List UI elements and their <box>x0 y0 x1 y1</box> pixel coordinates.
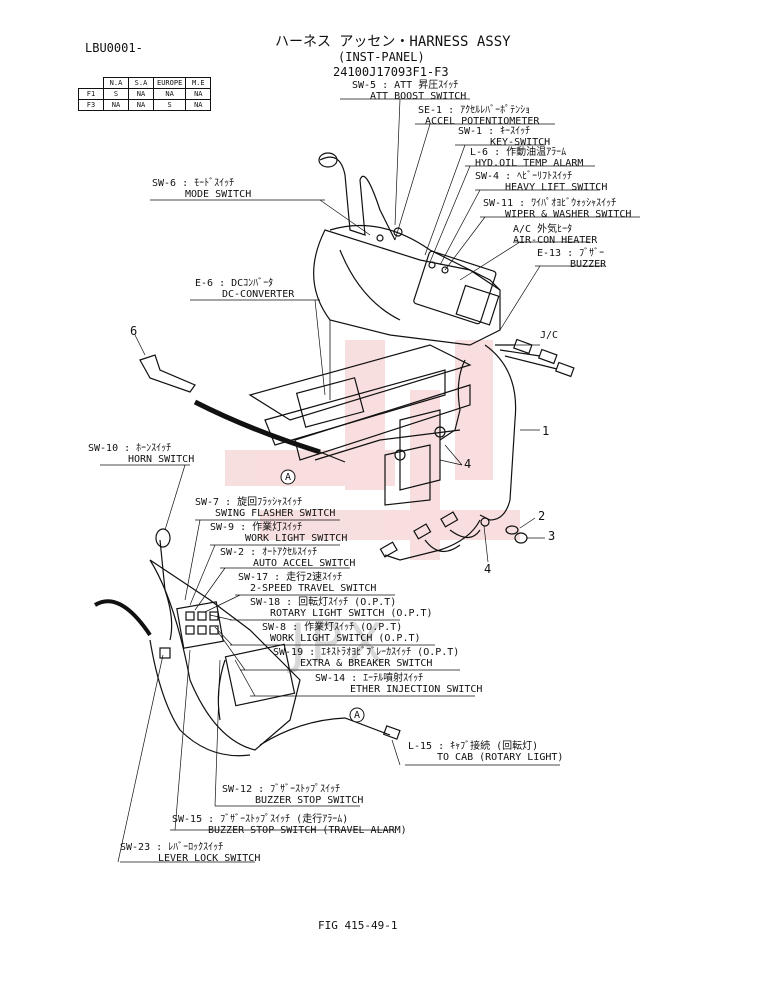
callout-4-upper: 4 <box>464 457 472 471</box>
switch-panel-left <box>176 601 224 649</box>
callout-3: 3 <box>548 529 556 543</box>
upper-lever <box>319 156 396 241</box>
label-sw6-code: SW-6 : ﾓｰﾄﾞｽｲｯﾁ <box>152 178 235 189</box>
market-col: N.A <box>103 77 129 89</box>
main-harness <box>193 399 321 455</box>
table-cell: NA <box>185 88 212 100</box>
label-l15-name: TO CAB (ROTARY LIGHT) <box>437 752 564 763</box>
label-sw8-code: SW-8 : 作業灯ｽｲｯﾁ (O.P.T) <box>262 622 403 633</box>
label-sw12-name: BUZZER STOP SWITCH <box>255 795 364 806</box>
label-sw5-code: SW-5 : ATT 昇圧ｽｲｯﾁ <box>352 80 459 91</box>
label-sw15-code: SW-15 : ﾌﾞｻﾞｰｽﾄｯﾌﾟｽｲｯﾁ (走行ｱﾗｰﾑ) <box>172 814 349 825</box>
market-col: S.A <box>128 77 154 89</box>
table-row: F3 NA NA S NA <box>78 99 212 111</box>
label-sw7-name: SWING FLASHER SWITCH <box>215 508 336 519</box>
label-sw6-name: MODE SWITCH <box>185 189 252 200</box>
table-cell: NA <box>152 88 187 100</box>
base-frame <box>248 344 472 421</box>
label-sw19-code: SW-19 : ｴｷｽﾄﾗｵﾖﾋﾞﾌﾞﾚｰｶｽｲｯﾁ (O.P.T) <box>273 647 460 658</box>
label-sw23-name: LEVER LOCK SWITCH <box>158 853 261 864</box>
harness-wire-1 <box>479 344 517 521</box>
label-sw8-name: WORK LIGHT SWITCH (O.P.T) <box>270 633 421 644</box>
label-sw10-name: HORN SWITCH <box>128 454 195 465</box>
label-jc: J/C <box>540 330 559 341</box>
label-sw14-name: ETHER INJECTION SWITCH <box>350 684 483 695</box>
label-sw1-code: SW-1 : ｷｰｽｲｯﾁ <box>458 126 531 137</box>
label-sw17-code: SW-17 : 走行2速ｽｲｯﾁ <box>238 572 343 583</box>
label-sw23-code: SW-23 : ﾚﾊﾞｰﾛｯｸｽｲｯﾁ <box>120 842 224 853</box>
label-sw17-name: 2-SPEED TRAVEL SWITCH <box>250 583 377 594</box>
label-l15-code: L-15 : ｷｬﾌﾞ接続 (回転灯) <box>408 741 539 752</box>
callout-2: 2 <box>538 509 546 523</box>
dc-converter <box>295 377 365 428</box>
label-ac-code: A/C 外気ﾋｰﾀ <box>513 224 573 235</box>
callout-a-lower-label: A <box>354 710 361 721</box>
label-e6-code: E-6 : DCｺﾝﾊﾞｰﾀ <box>195 278 274 289</box>
label-sw18-name: ROTARY LIGHT SWITCH (O.P.T) <box>270 608 433 619</box>
table-cell: S <box>103 88 129 100</box>
watermark: JPX <box>290 612 388 675</box>
label-sw1-name: KEY-SWITCH <box>490 137 551 148</box>
table-cell: NA <box>128 88 154 100</box>
label-sw11-code: SW-11 : ﾜｲﾊﾟｵﾖﾋﾞｳｫｯｼｬｽｲｯﾁ <box>483 198 617 209</box>
label-e13-name: BUZZER <box>570 259 607 270</box>
label-sw10-code: SW-10 : ﾎｰﾝｽｲｯﾁ <box>88 443 172 454</box>
label-sw9-name: WORK LIGHT SWITCH <box>245 533 348 544</box>
label-sw19-name: EXTRA & BREAKER SWITCH <box>300 658 433 669</box>
page-title: ハーネス アッセン・HARNESS ASSY <box>275 34 511 50</box>
page-subtitle: (INST-PANEL) <box>338 50 425 64</box>
label-se1-code: SE-1 : ｱｸｾﾙﾚﾊﾞｰﾎﾟﾃﾝｼｮ <box>418 105 531 116</box>
callout-4-lower: 4 <box>484 562 492 576</box>
row-label: F3 <box>78 99 104 111</box>
label-ac-name: AIR-CON HEATER <box>513 235 598 246</box>
label-e6-name: DC-CONVERTER <box>222 289 295 300</box>
figure-number: FIG 415-49-1 <box>318 919 398 932</box>
label-sw4-name: HEAVY LIFT SWITCH <box>505 182 608 193</box>
label-se1-name: ACCEL POTENTIOMETER <box>425 116 540 127</box>
callout-6: 6 <box>130 324 138 338</box>
part-6 <box>139 354 196 393</box>
upper-console <box>313 229 501 346</box>
table-row: F1 S NA NA NA <box>78 88 212 100</box>
callout-a-lower <box>349 707 365 723</box>
label-e13-code: E-13 : ﾌﾞｻﾞｰ <box>537 248 605 259</box>
label-sw2-name: AUTO ACCEL SWITCH <box>253 558 356 569</box>
market-col: EUROPE <box>152 77 187 89</box>
label-sw12-code: SW-12 : ﾌﾞｻﾞｰｽﾄｯﾌﾟｽｲｯﾁ <box>222 784 341 795</box>
label-l6-name: HYD.OIL TEMP ALARM <box>475 158 584 169</box>
table-cell: S <box>152 99 187 111</box>
label-sw4-code: SW-4 : ﾍﾋﾞｰﾘﾌﾄｽｲｯﾁ <box>475 171 573 182</box>
lower-lever <box>159 539 173 641</box>
part-number: 24100J17093F1-F3 <box>333 65 449 79</box>
market-table: N.A S.A EUROPE M.E F1 S NA NA NA F3 NA N… <box>78 77 212 111</box>
switch-panel-right <box>413 250 497 325</box>
label-l6-code: L-6 : 作動油温ｱﾗｰﾑ <box>470 147 567 158</box>
label-sw7-code: SW-7 : 旋回ﾌﾗｯｼｬｽｲｯﾁ <box>195 497 303 508</box>
label-sw18-code: SW-18 : 回転灯ｽｲｯﾁ (O.P.T) <box>250 597 397 608</box>
callout-1: 1 <box>542 424 550 438</box>
label-sw14-code: SW-14 : ｴｰﾃﾙ噴射ｽｲｯﾁ <box>315 673 424 684</box>
doc-code: LBU0001- <box>85 41 143 55</box>
label-sw11-name: WIPER & WASHER SWITCH <box>505 209 632 220</box>
label-sw9-code: SW-9 : 作業灯ｽｲｯﾁ <box>210 522 303 533</box>
table-cell: NA <box>185 99 212 111</box>
label-sw5-name: ATT BOOST SWITCH <box>370 91 467 102</box>
label-sw15-name: BUZZER STOP SWITCH (TRAVEL ALARM) <box>208 825 407 836</box>
callout-a-upper <box>280 469 296 485</box>
row-label: F1 <box>78 88 104 100</box>
table-cell: NA <box>103 99 129 111</box>
callout-a-upper-label: A <box>285 472 292 483</box>
label-sw2-code: SW-2 : ｵｰﾄｱｸｾﾙｽｲｯﾁ <box>220 547 318 558</box>
market-col: M.E <box>185 77 212 89</box>
table-cell: NA <box>128 99 154 111</box>
